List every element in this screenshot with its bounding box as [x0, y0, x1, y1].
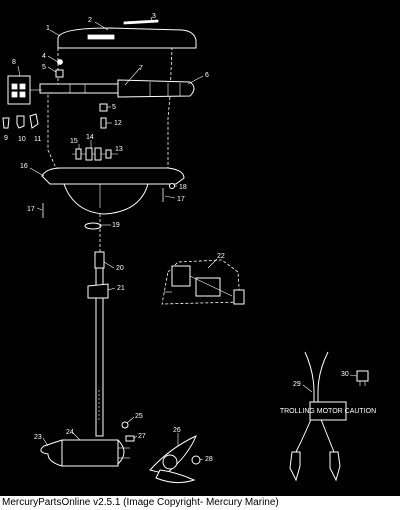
knob[interactable] — [2, 117, 10, 129]
propeller[interactable] — [149, 435, 197, 484]
callout: 9 — [4, 135, 8, 142]
callout: 6 — [205, 72, 209, 79]
callout: 16 — [20, 163, 28, 170]
top-cover[interactable] — [57, 27, 197, 49]
exploded-parts-diagram: TROLLING MOTOR CAUTION 1 2 3 4 5 6 7 5 1… — [2, 13, 376, 484]
callout: 14 — [86, 134, 94, 141]
plug[interactable] — [356, 370, 369, 386]
callout: 5 — [112, 104, 116, 111]
lower-unit[interactable] — [40, 439, 130, 467]
shaft[interactable] — [87, 251, 109, 437]
callout: 24 — [66, 429, 74, 436]
connector-tag-line: TROLLING MOTOR CAUTION — [280, 408, 376, 415]
bushing[interactable] — [55, 69, 64, 78]
copyright-footer: MercuryPartsOnline v2.5.1 (Image Copyrig… — [0, 496, 400, 510]
callout: 11 — [34, 136, 41, 143]
callout: 21 — [117, 285, 125, 292]
decal[interactable] — [123, 19, 159, 25]
callout: 5 — [42, 64, 46, 71]
callout: 12 — [114, 120, 122, 127]
callout: 25 — [135, 413, 143, 420]
callout: 23 — [34, 434, 42, 441]
callout: 20 — [116, 265, 124, 272]
nut[interactable] — [121, 421, 129, 429]
tiller-handle[interactable] — [39, 79, 195, 98]
connector-tag — [309, 401, 347, 421]
callout: 2 — [88, 17, 92, 24]
mount-base[interactable] — [41, 167, 185, 215]
callout: 18 — [179, 184, 187, 191]
screw[interactable] — [57, 59, 63, 65]
bearing-stack[interactable] — [72, 147, 118, 161]
callout: 10 — [18, 136, 26, 143]
callout: 30 — [341, 371, 349, 378]
cap[interactable] — [29, 113, 39, 129]
speed-switch[interactable] — [7, 75, 42, 105]
bushing[interactable] — [99, 103, 108, 112]
callout: 7 — [139, 65, 143, 72]
callout: 29 — [293, 381, 301, 388]
callout: 15 — [70, 138, 78, 145]
collar[interactable] — [84, 222, 102, 230]
callout: 17 — [27, 206, 35, 213]
callout: 26 — [173, 427, 181, 434]
washer[interactable] — [169, 183, 175, 189]
callout: 19 — [112, 222, 120, 229]
callout: 22 — [217, 253, 225, 260]
mount-bracket[interactable] — [161, 259, 245, 305]
callout: 3 — [152, 13, 156, 20]
callout: 17 — [177, 196, 185, 203]
lever[interactable] — [16, 115, 25, 129]
spacer[interactable] — [100, 117, 107, 129]
prop-nut[interactable] — [191, 455, 201, 465]
callout: 8 — [12, 59, 16, 66]
callout: 27 — [138, 433, 146, 440]
drive-pin[interactable] — [125, 435, 135, 442]
callout: 4 — [42, 53, 46, 60]
callout: 28 — [205, 456, 213, 463]
callout: 13 — [115, 146, 123, 153]
callout: 1 — [46, 25, 50, 32]
